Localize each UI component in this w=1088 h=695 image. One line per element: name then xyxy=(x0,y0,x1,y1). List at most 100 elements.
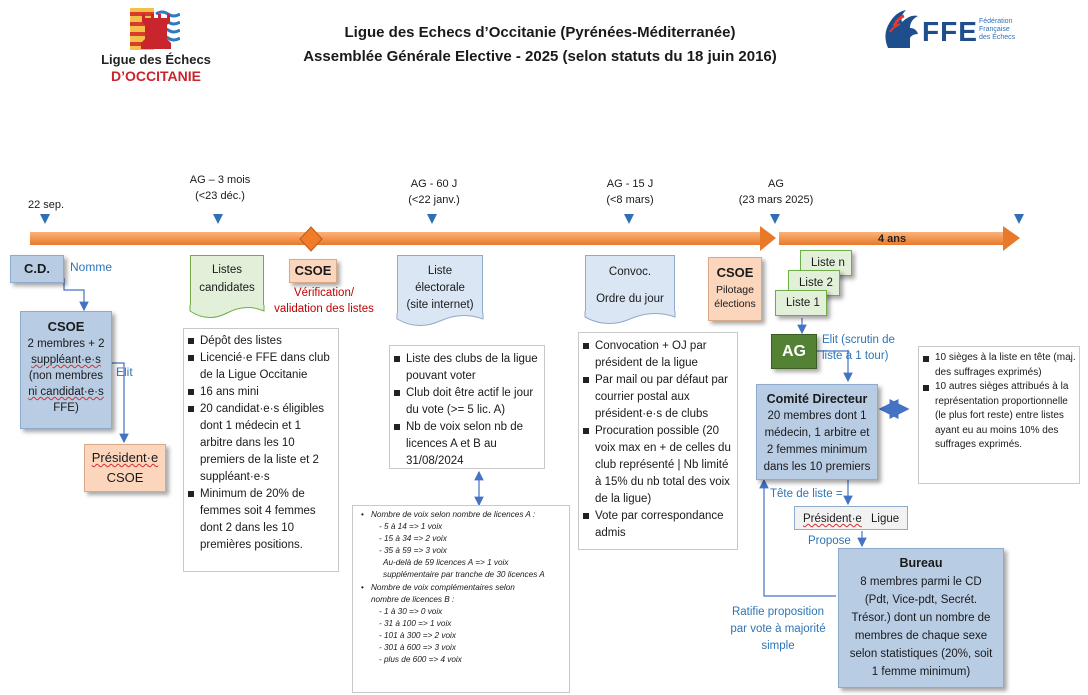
voix-b-title-l1: Nombre de voix complémentaires selon xyxy=(371,583,515,592)
propose-label: Propose xyxy=(808,535,851,547)
verification-l1: Vérification/ xyxy=(293,287,355,299)
csoe-members-l1: 2 membres + 2 xyxy=(27,338,105,350)
voix-b-line: - plus de 600 => 4 voix xyxy=(379,655,462,664)
electorale-notes-list: Liste des clubs de la ligue pouvant vote… xyxy=(390,351,542,470)
listes-candidates-l1: Listes xyxy=(211,264,243,276)
csoe-pilotage-title: CSOE xyxy=(716,265,754,280)
comite-directeur-l1: 20 membres dont 1 xyxy=(767,410,867,422)
ag-box: AG xyxy=(771,334,817,369)
timeline-bar-4-years xyxy=(779,226,1020,251)
tick-marker-1 xyxy=(40,214,50,224)
comite-directeur-l2: médecin, 1 arbitre et xyxy=(764,427,870,439)
electorale-notes-box: Liste des clubs de la ligue pouvant vote… xyxy=(389,345,545,469)
tick-label-ag-60j-l1: AG - 60 J xyxy=(410,178,458,190)
bureau-l2: (Pdt, Vice-pdt, Secrét. xyxy=(864,594,978,606)
tick-label-ag-60j: AG - 60 J (<22 janv.) xyxy=(384,176,484,208)
ratifie-l1: Ratifie proposition xyxy=(731,606,825,618)
voix-b-title-l2: nombre de licences B : xyxy=(371,595,455,604)
convoc-l2: Ordre du jour xyxy=(596,293,664,305)
bureau-l3: Trésor.) dont un nombre de xyxy=(851,612,991,624)
bureau-box: Bureau 8 membres parmi le CD (Pdt, Vice-… xyxy=(838,548,1004,688)
voix-b-line: - 101 à 300 => 2 voix xyxy=(379,631,456,640)
ligue-logo: Ligue des Échecs D’OCCITANIE xyxy=(97,8,215,84)
convoc-doc: Convoc. Ordre du jour xyxy=(585,255,675,314)
president-ligue-b: Ligue xyxy=(871,513,900,525)
comite-directeur-box: Comité Directeur 20 membres dont 1 médec… xyxy=(756,384,878,480)
voix-a-line: - 15 à 34 => 2 voix xyxy=(379,534,447,543)
voix-b-line: - 1 à 30 => 0 voix xyxy=(379,607,443,616)
arrow-ratifie xyxy=(759,478,836,597)
tick-marker-6 xyxy=(1014,214,1024,224)
csoe-members-box: CSOE 2 membres + 2 suppléant·e·s (non me… xyxy=(20,311,112,429)
bureau-l5: selon statistiques (20%, soit xyxy=(849,648,993,660)
ratifie-label: Ratifie proposition par vote à majorité … xyxy=(722,604,834,655)
convoc-note-item: Procuration possible (20 voix max en + d… xyxy=(583,423,735,508)
tick-marker-2 xyxy=(213,214,223,224)
duration-label: 4 ans xyxy=(878,233,907,245)
csoe-members-l4: ni candidat·e·s xyxy=(28,386,104,398)
chess-tower-icon xyxy=(130,8,180,50)
president-ligue-box: Président·e Ligue xyxy=(794,506,908,530)
voix-notes-box: • Nombre de voix selon nombre de licence… xyxy=(352,505,570,693)
listes-candidates-l2: candidates xyxy=(199,282,255,294)
ffe-logo-sub3: des Échecs xyxy=(979,34,1016,41)
tick-marker-5 xyxy=(770,214,780,224)
elit-scrutin-l1: Elit (scrutin de xyxy=(822,334,895,346)
csoe-members-l3: (non membres xyxy=(28,370,104,382)
timeline-bar xyxy=(30,226,776,251)
ffe-logo-sub1: Fédération xyxy=(979,18,1013,25)
comite-directeur-l4: dans les 10 premiers xyxy=(763,461,871,473)
tick-label-ag-3-mois-l1: AG – 3 mois xyxy=(189,174,251,186)
voix-a-line: - 5 à 14 => 1 voix xyxy=(379,522,443,531)
tick-label-ag-15j-l2: (<8 mars) xyxy=(606,194,654,206)
liste-electorale-wave xyxy=(396,313,484,326)
bureau-l4: membres de chaque sexe xyxy=(854,630,988,642)
ffe-logo: FFE Fédération Française des Échecs xyxy=(880,8,1030,54)
president-csoe-box: Président·e CSOE xyxy=(84,444,166,492)
sieges-notes-list: 10 sièges à la liste en tête (maj. des s… xyxy=(919,351,1077,453)
csoe-pilotage-box: CSOE Pilotage élections xyxy=(708,257,762,321)
ffe-logo-sub2: Française xyxy=(979,26,1010,33)
listes-note-item: 16 ans mini xyxy=(188,384,336,401)
listes-doc-wave xyxy=(189,305,265,318)
tick-label-22-sep: 22 sep. xyxy=(27,199,65,211)
electorale-note-item: Nb de voix selon nb de licences A et B a… xyxy=(394,419,542,470)
page-title-line2: Assemblée Générale Elective - 2025 (selo… xyxy=(303,48,777,65)
electorale-note-item: Liste des clubs de la ligue pouvant vote… xyxy=(394,351,542,385)
ratifie-l3: simple xyxy=(761,640,795,652)
ffe-logo-sub: Fédération Française des Échecs xyxy=(979,18,1015,42)
listes-candidates-doc: Listes candidates xyxy=(190,255,264,308)
listes-note-item: Minimum de 20% de femmes soit 4 femmes d… xyxy=(188,486,336,554)
ligue-logo-line1: Ligue des Échecs xyxy=(101,52,211,67)
arrow-csoe-president xyxy=(112,362,129,444)
tick-label-ag-15j: AG - 15 J (<8 mars) xyxy=(580,176,680,208)
president-csoe-l1: Président·e xyxy=(91,450,159,465)
convoc-notes-list: Convocation + OJ par président de la lig… xyxy=(579,338,735,542)
tick-label-ag-15j-l1: AG - 15 J xyxy=(606,178,654,190)
tick-marker-4 xyxy=(624,214,634,224)
tick-label-ag-3-mois-l2: (<23 déc.) xyxy=(195,190,245,202)
sieges-note-item: 10 sièges à la liste en tête (maj. des s… xyxy=(923,351,1077,380)
csoe-pilotage-l1: Pilotage xyxy=(716,284,754,296)
csoe-verification-box: CSOE xyxy=(289,259,337,283)
listes-note-item: Licencié·e FFE dans club de la Ligue Occ… xyxy=(188,350,336,384)
listes-note-item: Dépôt des listes xyxy=(188,333,336,350)
tick-label-ag-60j-l2: (<22 janv.) xyxy=(408,194,460,206)
comite-directeur-title: Comité Directeur xyxy=(766,392,868,406)
verification-l2: validation des listes xyxy=(274,303,374,315)
voix-b-line: - 301 à 600 => 3 voix xyxy=(379,643,456,652)
nomme-label: Nomme xyxy=(70,260,113,274)
liste-1-card: Liste 1 xyxy=(775,290,827,316)
elit-label: Elit xyxy=(116,365,133,379)
voix-a-line: - 35 à 59 => 3 voix xyxy=(379,546,447,555)
sieges-notes-box: 10 sièges à la liste en tête (maj. des s… xyxy=(918,346,1080,484)
csoe-members-l5: FFE) xyxy=(53,402,79,414)
rooster-icon xyxy=(885,10,918,48)
bureau-l1: 8 membres parmi le CD xyxy=(860,576,982,588)
convoc-note-item: Vote par correspondance admis xyxy=(583,508,735,542)
voix-a-title: • Nombre de voix selon nombre de licence… xyxy=(361,510,536,519)
tick-label-ag-l2: (23 mars 2025) xyxy=(738,194,814,206)
bureau-title: Bureau xyxy=(899,556,943,570)
convoc-wave xyxy=(584,311,676,324)
